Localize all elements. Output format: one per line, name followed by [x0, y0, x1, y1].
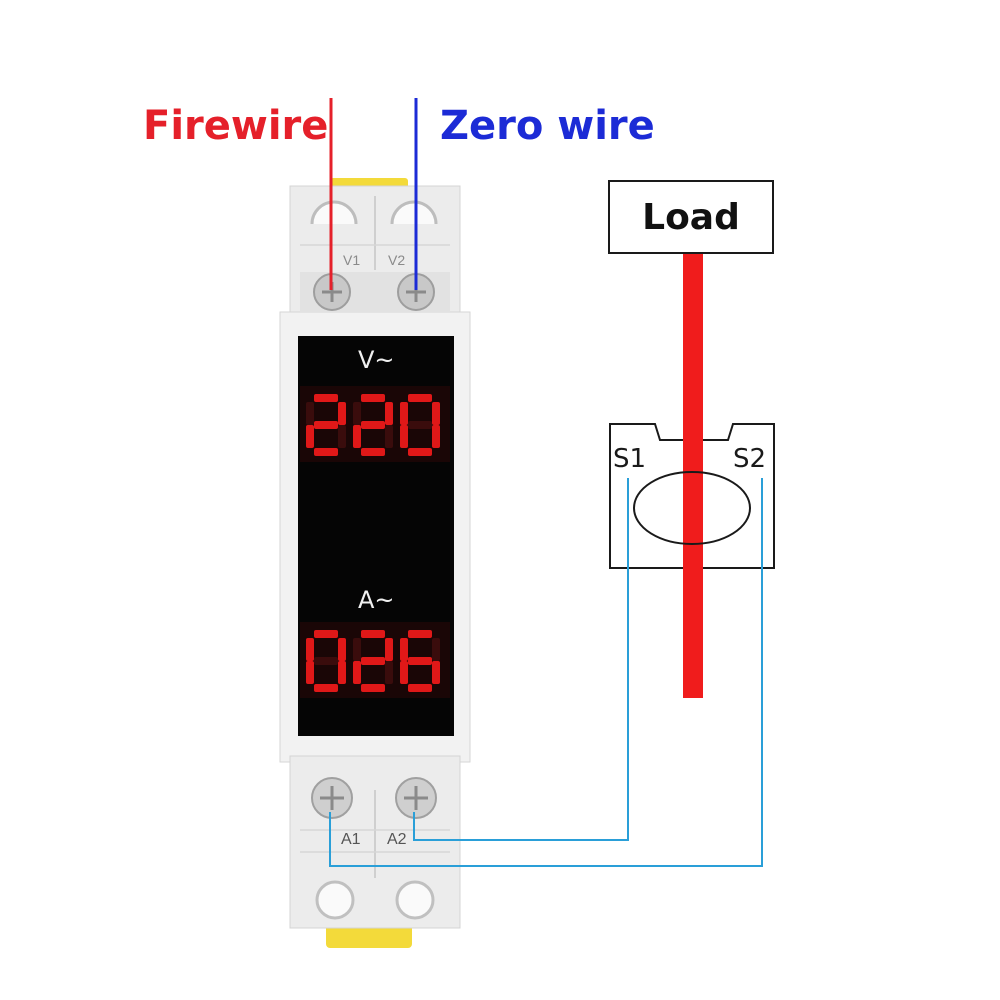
display-segment — [314, 421, 338, 429]
terminal-v1-label: V1 — [343, 252, 361, 268]
voltage-reading — [306, 394, 440, 456]
display-segment — [400, 661, 408, 684]
bottom-terminal-holes — [315, 880, 435, 920]
display-segment — [408, 657, 432, 665]
display-segment — [408, 684, 432, 692]
bottom-screws — [311, 777, 437, 819]
display-segment — [361, 448, 385, 456]
load-label: Load — [642, 196, 740, 238]
display-segment — [408, 421, 432, 429]
display-segment — [353, 425, 361, 448]
top-screws — [300, 272, 450, 312]
display-segment — [361, 657, 385, 665]
display-segment — [361, 421, 385, 429]
display-segment — [361, 684, 385, 692]
display-segment — [338, 402, 346, 425]
display-segment — [306, 402, 314, 425]
display-segment — [385, 425, 393, 448]
display-segment — [314, 394, 338, 402]
display-segment — [314, 448, 338, 456]
display-segment — [306, 425, 314, 448]
current-transformer — [609, 420, 775, 580]
display-segment — [432, 661, 440, 684]
display-segment — [353, 402, 361, 425]
display-segment — [432, 402, 440, 425]
display-segment — [432, 425, 440, 448]
load-box: Load — [608, 180, 774, 254]
display-segment — [338, 661, 346, 684]
display-segment — [400, 638, 408, 661]
display-segment — [306, 638, 314, 661]
display-segment — [432, 638, 440, 661]
zero-wire-label: Zero wire — [440, 103, 655, 149]
display-segment — [353, 661, 361, 684]
ct-opening — [633, 471, 751, 545]
display-segment — [385, 661, 393, 684]
display-segment — [338, 425, 346, 448]
terminal-a1-label: A1 — [341, 831, 361, 848]
display-segment — [338, 638, 346, 661]
display-segment — [400, 402, 408, 425]
display-segment — [408, 448, 432, 456]
display-segment — [306, 661, 314, 684]
terminal-a2-label: A2 — [387, 831, 407, 848]
display-segment — [385, 402, 393, 425]
display-segment — [408, 630, 432, 638]
display-segment — [385, 638, 393, 661]
display-segment — [408, 394, 432, 402]
ct-s1-label: S1 — [613, 444, 647, 474]
top-terminal-holes — [310, 200, 438, 225]
current-reading — [306, 630, 440, 692]
voltage-unit: V~ — [358, 346, 395, 374]
display-segment — [314, 684, 338, 692]
display-segment — [361, 630, 385, 638]
display-segment — [361, 394, 385, 402]
display-segment — [314, 657, 338, 665]
firewire-label: Firewire — [143, 103, 329, 149]
display-segment — [314, 630, 338, 638]
terminal-v2-label: V2 — [388, 252, 406, 268]
ct-signal-wires — [329, 478, 763, 867]
display-segment — [353, 638, 361, 661]
ct-s2-label: S2 — [733, 444, 767, 474]
current-unit: A~ — [358, 586, 395, 614]
display-segment — [400, 425, 408, 448]
